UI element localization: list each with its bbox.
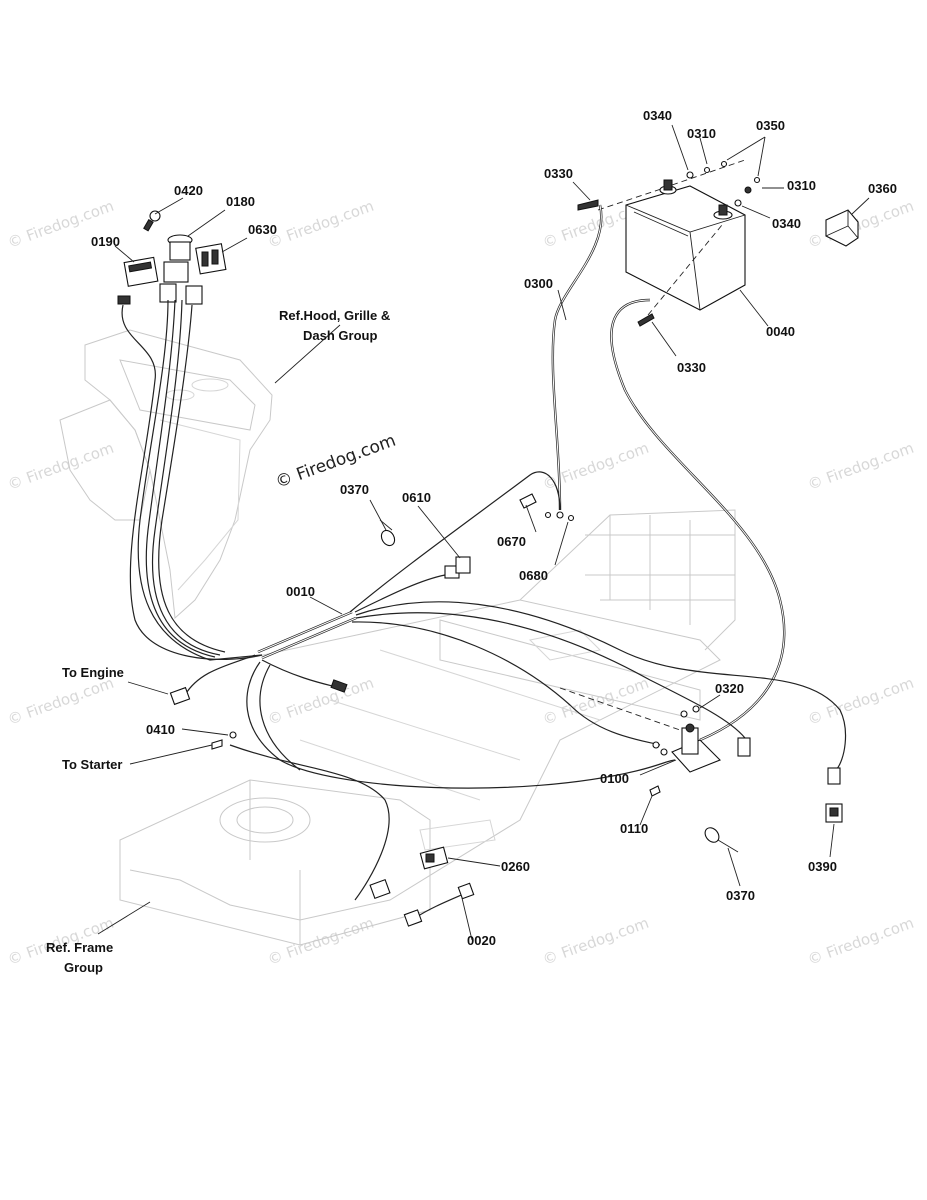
part-label: 0390 bbox=[808, 859, 837, 874]
part-label: 0670 bbox=[497, 534, 526, 549]
watermark: © Firedog.com bbox=[805, 197, 916, 252]
note-to-engine: To Engine bbox=[62, 665, 124, 680]
bolt-icon bbox=[577, 199, 599, 211]
connector-0020-icon bbox=[403, 882, 475, 927]
washer-icon bbox=[686, 171, 694, 179]
nut-icon bbox=[692, 705, 700, 713]
ignition-switch-icon bbox=[163, 234, 193, 283]
part-label: 0020 bbox=[467, 933, 496, 948]
part-label: 0420 bbox=[174, 183, 203, 198]
loose-parts bbox=[211, 519, 843, 927]
connector-icon bbox=[369, 878, 391, 900]
note-frame-line2: Group bbox=[64, 960, 103, 975]
connector-icon bbox=[117, 295, 131, 305]
note-to-starter: To Starter bbox=[62, 757, 122, 772]
part-label: 0300 bbox=[524, 276, 553, 291]
switch-0190-icon bbox=[123, 256, 159, 287]
washer-icon bbox=[753, 176, 761, 184]
dash-components bbox=[117, 210, 227, 305]
part-label: 0340 bbox=[643, 108, 672, 123]
nut-icon bbox=[720, 160, 728, 168]
part-label: 0110 bbox=[620, 821, 648, 836]
watermark: © Firedog.com bbox=[540, 914, 651, 969]
ring-terminal-icon bbox=[556, 511, 564, 519]
switch-0390-icon bbox=[825, 803, 843, 823]
part-label: 0260 bbox=[501, 859, 530, 874]
terminal-cover-icon bbox=[825, 209, 859, 247]
cable-tie-icon bbox=[704, 827, 739, 853]
nut-icon bbox=[229, 731, 237, 739]
part-label: 0310 bbox=[787, 178, 816, 193]
connector-icon bbox=[169, 686, 191, 706]
part-label: 0340 bbox=[772, 216, 801, 231]
key-icon bbox=[143, 210, 161, 232]
hood-dash-ghost bbox=[59, 329, 273, 620]
battery-terminal-positive bbox=[713, 204, 733, 220]
watermarks: © Firedog.com © Firedog.com © Firedog.co… bbox=[5, 197, 916, 969]
watermark: © Firedog.com bbox=[5, 439, 116, 494]
watermark: © Firedog.com bbox=[540, 674, 651, 729]
ring-terminal-icon bbox=[652, 741, 660, 749]
part-label: 0320 bbox=[715, 681, 744, 696]
watermark: © Firedog.com bbox=[805, 914, 916, 969]
relay-icon bbox=[455, 556, 471, 574]
battery bbox=[625, 179, 746, 311]
starter-solenoid bbox=[559, 687, 721, 797]
watermark: © Firedog.com bbox=[805, 674, 916, 729]
bolt-icon bbox=[519, 493, 537, 509]
watermark-center: © Firedog.com bbox=[273, 431, 399, 493]
part-label: 0370 bbox=[340, 482, 369, 497]
leader-lines bbox=[97, 124, 870, 941]
battery-hardware bbox=[577, 159, 761, 327]
nut-icon bbox=[680, 710, 688, 718]
connector-icon bbox=[330, 679, 348, 693]
ring-terminal-icon bbox=[660, 748, 668, 756]
nut-icon bbox=[744, 186, 752, 194]
washer-icon bbox=[734, 199, 742, 207]
part-label: 0680 bbox=[519, 568, 548, 583]
part-label: 0330 bbox=[677, 360, 706, 375]
part-label: 0610 bbox=[402, 490, 431, 505]
connector-icon bbox=[827, 767, 841, 785]
cable-tie-icon bbox=[379, 519, 396, 547]
part-label: 0350 bbox=[756, 118, 785, 133]
part-label: 0330 bbox=[544, 166, 573, 181]
switch-0630-icon bbox=[195, 243, 227, 275]
watermark: © Firedog.com bbox=[805, 439, 916, 494]
washer-icon bbox=[703, 166, 711, 174]
note-hood-line2: Dash Group bbox=[303, 328, 377, 343]
note-frame-line1: Ref. Frame bbox=[46, 940, 113, 955]
part-labels: 0420 0180 0190 0630 0340 0310 0350 0330 … bbox=[91, 108, 897, 948]
connector-icon bbox=[737, 737, 751, 757]
battery-terminal-negative bbox=[659, 179, 677, 195]
note-hood-line1: Ref.Hood, Grille & bbox=[279, 308, 390, 323]
watermark: © Firedog.com bbox=[265, 674, 376, 729]
connector-icon bbox=[185, 285, 203, 305]
frame-ghost bbox=[119, 509, 736, 946]
main-harness bbox=[121, 299, 847, 901]
part-label: 0310 bbox=[687, 126, 716, 141]
part-label: 0180 bbox=[226, 194, 255, 209]
washer-icon bbox=[544, 511, 552, 519]
ring-terminal-icon bbox=[567, 514, 575, 522]
watermark: © Firedog.com bbox=[5, 674, 116, 729]
part-label: 0410 bbox=[146, 722, 175, 737]
bolt-icon bbox=[649, 785, 661, 797]
part-label: 0100 bbox=[600, 771, 629, 786]
watermark: © Firedog.com bbox=[265, 197, 376, 252]
reference-notes: Ref.Hood, Grille & Dash Group To Engine … bbox=[46, 308, 390, 975]
connector-0260-icon bbox=[419, 846, 449, 870]
part-label: 0370 bbox=[726, 888, 755, 903]
bolt-icon bbox=[637, 313, 655, 327]
part-label: 0010 bbox=[286, 584, 315, 599]
part-label: 0040 bbox=[766, 324, 795, 339]
watermark: © Firedog.com bbox=[265, 914, 376, 969]
connector-icon bbox=[159, 283, 177, 303]
part-label: 0360 bbox=[868, 181, 897, 196]
terminal-icon bbox=[211, 739, 223, 750]
part-label: 0190 bbox=[91, 234, 120, 249]
part-label: 0630 bbox=[248, 222, 277, 237]
